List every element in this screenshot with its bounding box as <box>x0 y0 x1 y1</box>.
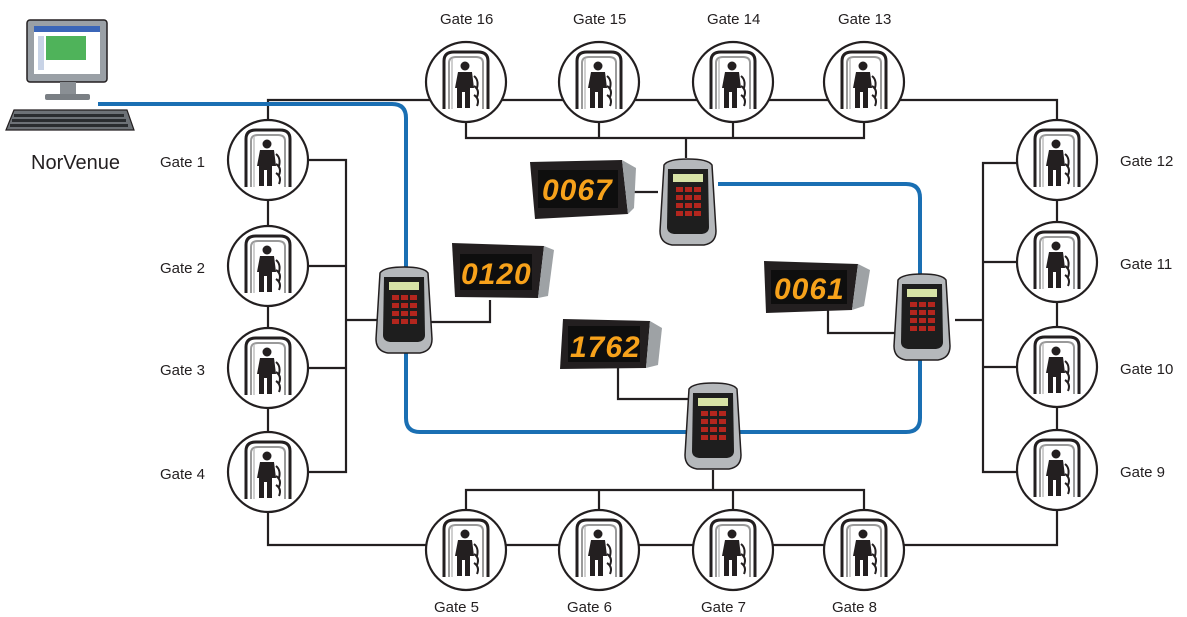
gate-6-icon <box>557 508 641 592</box>
gate-16-icon <box>424 40 508 124</box>
gate-14-label: Gate 14 <box>707 11 760 28</box>
gate-12-icon <box>1015 118 1099 202</box>
computer: NorVenue <box>5 19 135 174</box>
gate-11-label: Gate 11 <box>1120 256 1172 273</box>
gate-2-label: Gate 2 <box>160 260 205 277</box>
gate-4-icon <box>226 430 310 514</box>
gate-1-icon <box>226 118 310 202</box>
gate-10-icon <box>1015 325 1099 409</box>
gate-12-label: Gate 12 <box>1120 153 1173 170</box>
computer-label: NorVenue <box>31 152 120 174</box>
computer-icon <box>5 19 135 131</box>
display-center: 1762 <box>560 319 662 369</box>
display-right-value: 0061 <box>774 273 845 306</box>
gate-15-icon <box>557 40 641 124</box>
display-top: 0067 <box>530 160 636 219</box>
gate-7-label: Gate 7 <box>701 599 746 616</box>
gate-7-icon <box>691 508 775 592</box>
gate-9-icon <box>1015 428 1099 512</box>
display-left-value: 0120 <box>461 258 532 291</box>
gate-5-icon <box>424 508 508 592</box>
display-left: 0120 <box>452 243 554 298</box>
keypad-controller-bottom <box>684 382 742 470</box>
gate-16-label: Gate 16 <box>440 11 493 28</box>
keypad-controller-top <box>659 158 717 246</box>
gate-11-icon <box>1015 220 1099 304</box>
gate-9-label: Gate 9 <box>1120 464 1165 481</box>
keypad-controller-left <box>375 266 433 354</box>
gate-13-icon <box>822 40 906 124</box>
gate-13-label: Gate 13 <box>838 11 891 28</box>
display-top-value: 0067 <box>542 174 613 207</box>
gate-14-icon <box>691 40 775 124</box>
keypad-controller-right <box>893 273 951 361</box>
display-center-value: 1762 <box>570 331 641 364</box>
gate-2-icon <box>226 224 310 308</box>
gate-3-label: Gate 3 <box>160 362 205 379</box>
gate-4-label: Gate 4 <box>160 466 205 483</box>
gate-8-icon <box>822 508 906 592</box>
network-cable <box>98 102 922 434</box>
gate-6-label: Gate 6 <box>567 599 612 616</box>
gate-1-label: Gate 1 <box>160 154 205 171</box>
display-right: 0061 <box>764 261 870 313</box>
gate-3-icon <box>226 326 310 410</box>
gate-15-label: Gate 15 <box>573 11 626 28</box>
gate-8-label: Gate 8 <box>832 599 877 616</box>
gate-10-label: Gate 10 <box>1120 361 1173 378</box>
gate-5-label: Gate 5 <box>434 599 479 616</box>
